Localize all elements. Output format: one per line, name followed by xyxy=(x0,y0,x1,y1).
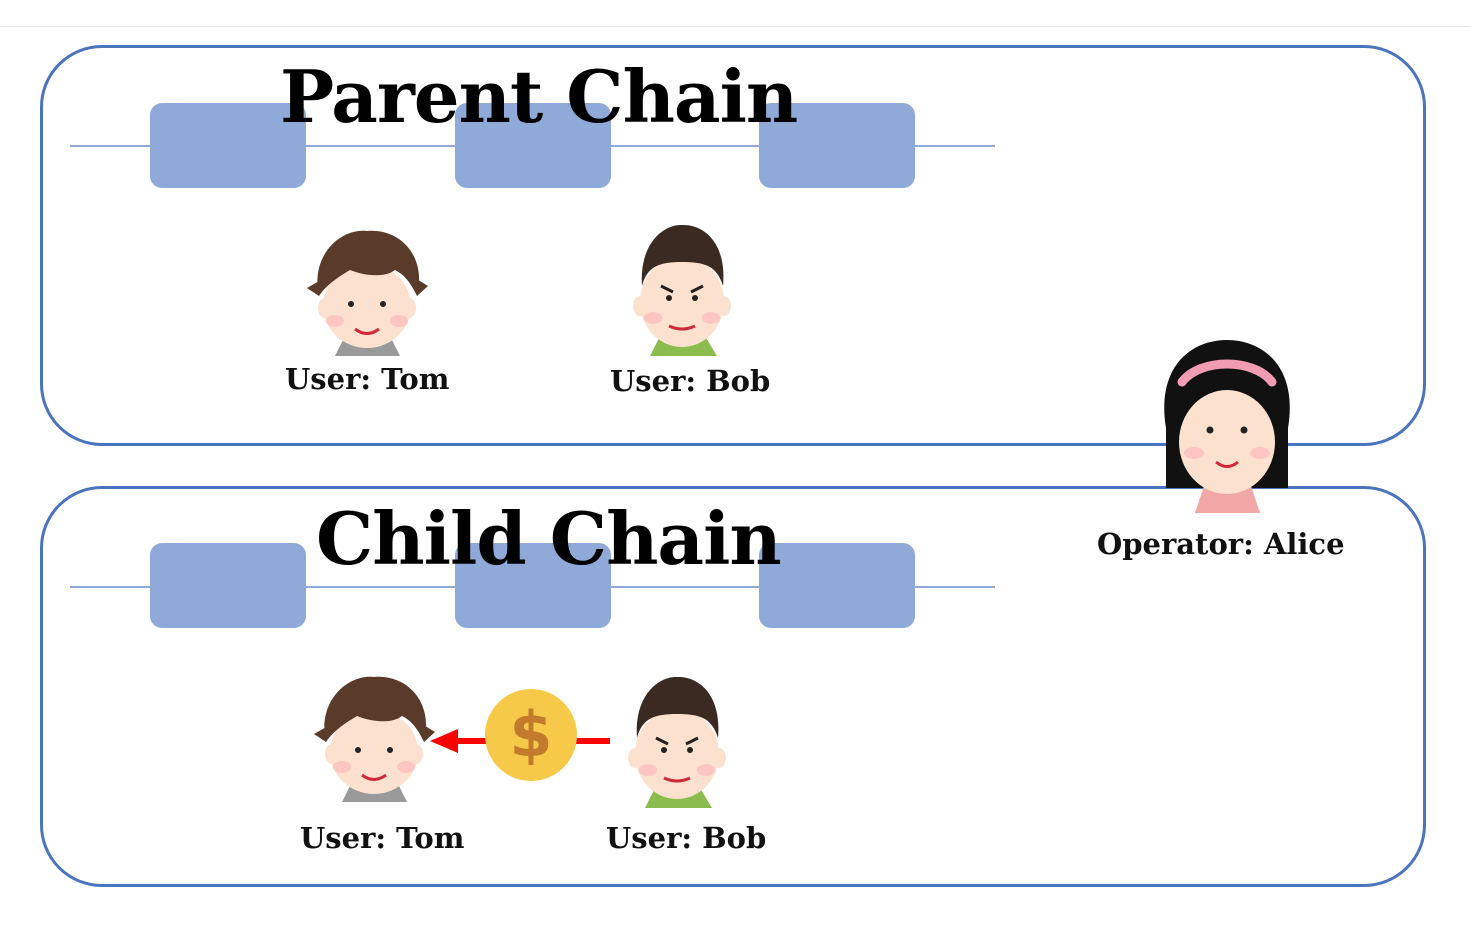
operator-label: Operator: Alice xyxy=(1097,527,1345,561)
child-chain-title: Child Chain xyxy=(316,496,782,581)
child-block-2 xyxy=(455,543,611,628)
svg-text:$: $ xyxy=(509,698,552,771)
alice-avatar-icon xyxy=(1164,340,1290,513)
child-tom-label: User: Tom xyxy=(300,821,465,855)
parent-block-3 xyxy=(759,103,915,188)
bob-avatar-icon xyxy=(628,676,726,808)
parent-tom-label: User: Tom xyxy=(285,362,450,396)
parent-bob-label: User: Bob xyxy=(610,364,771,398)
parent-block-2 xyxy=(455,103,611,188)
tom-avatar-icon xyxy=(314,676,435,802)
parent-block-1 xyxy=(150,103,306,188)
dollar-coin-icon: $ xyxy=(485,689,577,781)
child-block-3 xyxy=(759,543,915,628)
child-block-1 xyxy=(150,543,306,628)
child-bob-label: User: Bob xyxy=(606,821,767,855)
child-chain-panel xyxy=(40,486,1426,887)
parent-chain-title: Parent Chain xyxy=(280,54,798,139)
parent-chain-panel xyxy=(40,45,1426,446)
top-divider xyxy=(0,26,1470,27)
bob-avatar-icon xyxy=(633,224,731,356)
tom-avatar-icon xyxy=(307,230,428,356)
